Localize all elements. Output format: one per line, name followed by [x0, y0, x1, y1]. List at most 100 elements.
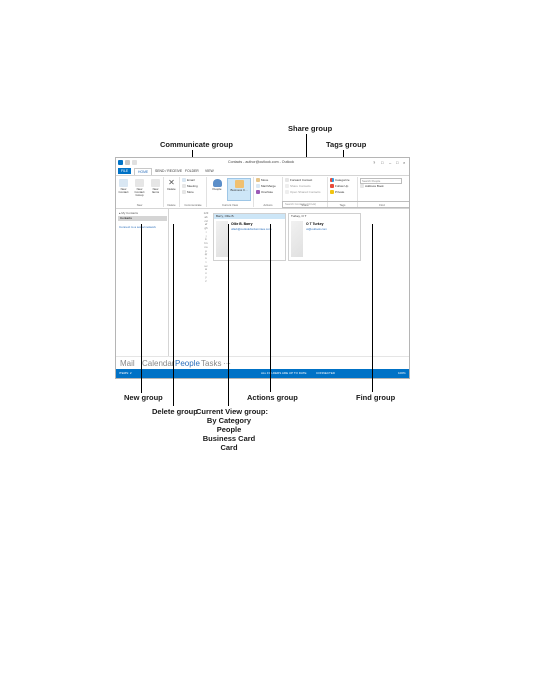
forward-contact-label: Forward Contact	[290, 178, 313, 182]
leader-actions	[270, 224, 271, 392]
index-letter[interactable]: lm	[204, 241, 208, 245]
close-button[interactable]: ×	[403, 160, 406, 165]
current-view-people: People	[216, 425, 242, 434]
nav-tasks[interactable]: Tasks	[201, 359, 222, 368]
tab-view[interactable]: VIEW	[205, 169, 214, 173]
search-people-input[interactable]: Search People	[360, 178, 402, 184]
folder-pane: ▴ My Contacts Contacts Connect to a soci…	[116, 208, 169, 356]
group-label-actions: Actions	[263, 203, 273, 207]
new-contact-group-button[interactable]: New Contact Group	[132, 179, 147, 198]
index-letter[interactable]: y	[205, 274, 207, 279]
onenote-button[interactable]: OneNote	[256, 190, 273, 195]
index-letter[interactable]: k	[205, 237, 207, 242]
card-email[interactable]: ollieb@outlookfordummies.com	[231, 227, 272, 231]
new-contact-group-icon	[135, 179, 144, 187]
move-icon	[256, 178, 260, 182]
index-letter[interactable]: i	[205, 229, 207, 234]
forward-contact-button[interactable]: Forward Contact	[285, 178, 312, 183]
move-button[interactable]: Move	[256, 178, 268, 183]
index-letter[interactable]: gh	[204, 226, 208, 230]
new-items-button[interactable]: New Items	[149, 179, 162, 194]
title-bar: Contacts - author@outlook.com - Outlook …	[116, 158, 409, 167]
card-name: Ollie B. Barry	[231, 222, 253, 226]
contacts-folder[interactable]: Contacts	[118, 216, 167, 221]
current-view-business-card: Business Card	[202, 434, 256, 443]
index-letter[interactable]: qr	[204, 252, 208, 257]
index-letter[interactable]: ab	[204, 214, 208, 219]
maximize-button[interactable]: □	[396, 160, 399, 165]
send-receive-icon[interactable]	[125, 160, 130, 165]
contact-photo-placeholder	[216, 221, 228, 257]
index-letter[interactable]: p	[205, 248, 207, 253]
tab-folder[interactable]: FOLDER	[185, 169, 199, 173]
help-button[interactable]: ?	[373, 160, 376, 165]
index-letter[interactable]: t	[205, 259, 207, 264]
connect-social-link[interactable]: Connect to a social network	[119, 225, 156, 229]
business-card-label: Business C...	[230, 188, 248, 192]
undo-icon[interactable]	[132, 160, 137, 165]
share-contacts-button[interactable]: Share Contacts	[285, 184, 311, 189]
private-button[interactable]: Private	[330, 190, 344, 195]
group-label-share: Share	[301, 203, 309, 207]
follow-up-button[interactable]: Follow Up	[330, 184, 348, 189]
mail-merge-label: Mail Merge	[261, 184, 276, 188]
address-book-button[interactable]: Address Book	[360, 184, 384, 189]
contact-photo-placeholder	[291, 221, 303, 257]
index-letter[interactable]: ef	[204, 222, 208, 227]
callout-new-group: New group	[124, 393, 163, 402]
index-letter[interactable]: cd	[204, 218, 208, 223]
new-contact-button[interactable]: New Contact	[117, 179, 130, 194]
my-contacts-header[interactable]: ▴ My Contacts	[119, 211, 139, 215]
open-shared-contacts-button[interactable]: Open Shared Contacts	[285, 190, 321, 195]
zoom-level[interactable]: 100%	[398, 371, 406, 375]
view-people-button[interactable]: People	[208, 179, 226, 191]
more-button[interactable]: More	[182, 190, 194, 195]
follow-up-label: Follow Up	[335, 184, 349, 188]
status-sync: ALL FOLDERS ARE UP TO DATE	[261, 371, 307, 375]
callout-communicate-group: Communicate group	[160, 140, 233, 149]
status-item-count: ITEMS: 2	[119, 371, 132, 375]
navigation-bar: Mail Calendar People Tasks ···	[116, 356, 409, 370]
index-letter[interactable]: uv	[204, 263, 208, 268]
callout-share-group: Share group	[288, 124, 333, 133]
contact-card[interactable]: Turkey, O T O T Turkey ot@outlook.com	[288, 213, 361, 261]
card-email[interactable]: ot@outlook.com	[306, 227, 327, 231]
delete-button[interactable]: ✕ Delete	[165, 179, 178, 191]
tab-send-receive[interactable]: SEND / RECEIVE	[155, 169, 183, 173]
search-contacts-input[interactable]: Search Contacts (Ctrl+E)	[282, 201, 409, 208]
nav-people[interactable]: People	[175, 359, 200, 368]
mail-merge-button[interactable]: Mail Merge	[256, 184, 276, 189]
index-letter[interactable]: w	[204, 267, 208, 272]
nav-more[interactable]: ···	[223, 359, 231, 368]
categorize-button[interactable]: Categorize	[330, 178, 350, 183]
nav-calendar[interactable]: Calendar	[142, 359, 175, 368]
minimize-button[interactable]: –	[389, 160, 392, 165]
index-letter[interactable]: no	[204, 244, 208, 249]
index-letter[interactable]: 123	[203, 211, 209, 215]
categorize-icon	[330, 178, 334, 182]
index-letter[interactable]: s	[205, 256, 207, 260]
email-button[interactable]: Email	[182, 178, 195, 183]
index-letter[interactable]: x	[205, 271, 207, 275]
nav-mail[interactable]: Mail	[120, 359, 135, 368]
delete-label: Delete	[167, 187, 176, 191]
tab-home[interactable]: HOME	[134, 168, 153, 175]
contact-card[interactable]: Barry, Ollie B. Ollie B. Barry ollieb@ou…	[213, 213, 286, 261]
ribbon-group-find: Search People Address Book Find	[358, 177, 406, 207]
flag-icon	[330, 184, 334, 188]
index-letter[interactable]: z	[205, 278, 207, 283]
current-view-by-category: By Category	[206, 416, 252, 425]
index-letter[interactable]: j	[205, 233, 207, 238]
card-name: O T Turkey	[306, 222, 324, 226]
ribbon-group-tags: Categorize Follow Up Private Tags	[328, 177, 358, 207]
email-icon	[182, 178, 186, 182]
open-shared-contacts-label: Open Shared Contacts	[290, 190, 321, 194]
tab-file[interactable]: FILE	[118, 168, 132, 174]
leader-delete	[173, 224, 174, 406]
view-business-card-button[interactable]: Business C...	[227, 178, 251, 201]
ribbon-display-button[interactable]: □	[381, 160, 384, 165]
outlook-window: Contacts - author@outlook.com - Outlook …	[115, 157, 410, 379]
new-items-label: New Items	[151, 187, 160, 195]
meeting-button[interactable]: Meeting	[182, 184, 198, 189]
